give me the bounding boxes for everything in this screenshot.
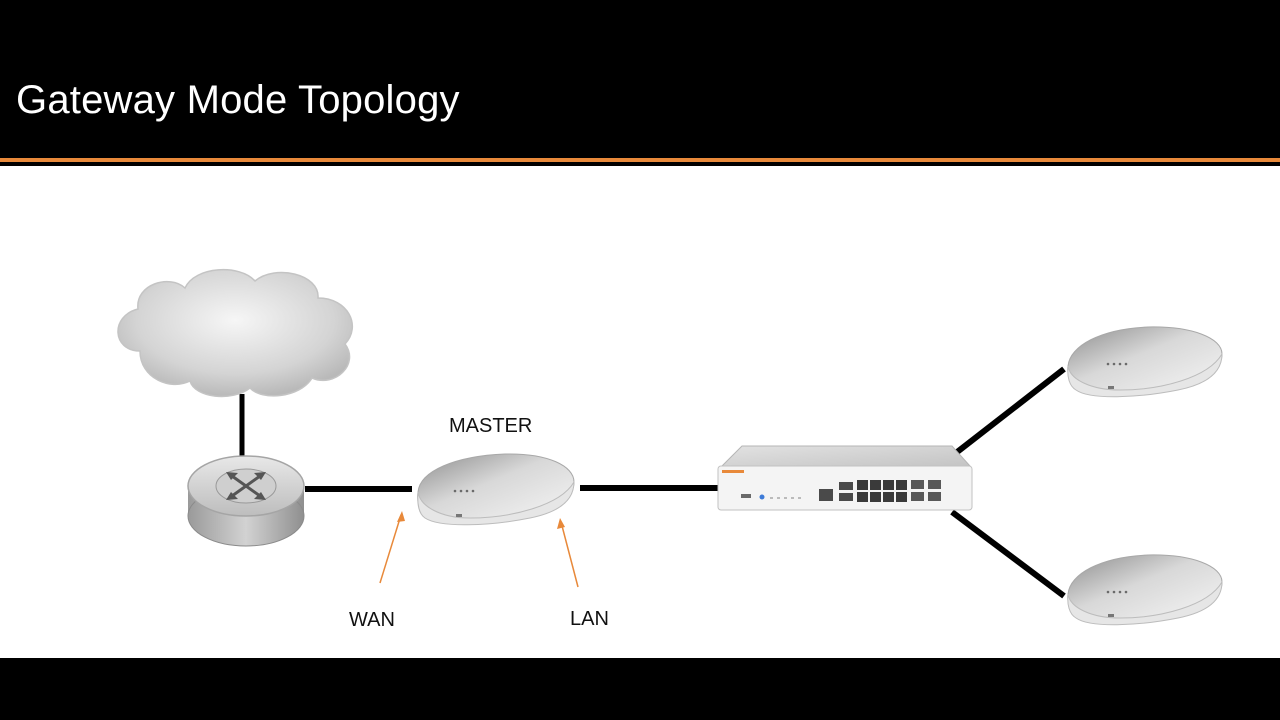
wan-arrow	[379, 511, 405, 584]
cloud-icon	[117, 269, 354, 398]
master-label: MASTER	[449, 415, 533, 437]
router-icon	[187, 455, 305, 547]
access-point-top-icon	[1067, 326, 1223, 398]
diagram-area: MASTER WAN LAN	[0, 166, 1280, 658]
master-access-point-icon	[417, 453, 575, 526]
lan-label: LAN	[570, 608, 609, 630]
slide-header: Gateway Mode Topology	[0, 0, 1280, 162]
links	[239, 366, 1066, 599]
switch-icon	[717, 445, 973, 511]
slide-footer	[0, 658, 1280, 720]
slide-title: Gateway Mode Topology	[16, 78, 460, 122]
topology-diagram	[117, 269, 1223, 626]
wan-label: WAN	[349, 609, 395, 631]
link-switch-ap-top	[950, 366, 1066, 459]
access-point-bottom-icon	[1067, 554, 1223, 626]
lan-arrow	[557, 518, 579, 588]
link-switch-ap-bottom	[950, 509, 1066, 599]
